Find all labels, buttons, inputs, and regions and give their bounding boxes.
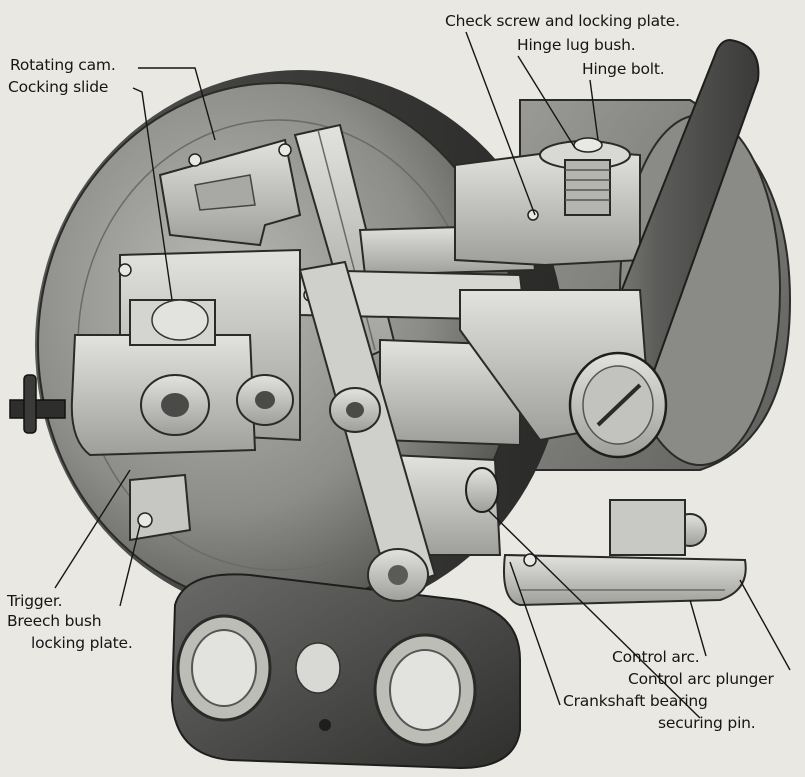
breech-assembly [9,299,381,542]
hinge-assembly [454,137,641,267]
label-check-screw: Check screw and locking plate. [445,12,680,30]
label-securing-pin: securing pin. [658,714,756,732]
label-hinge-bolt: Hinge bolt. [582,60,665,78]
label-breech-bush-locking-plate: locking plate. [31,634,133,652]
label-trigger: Trigger. [7,592,63,610]
control-arc [503,499,747,607]
label-control-arc: Control arc. [612,648,700,666]
label-breech-bush: Breech bush [7,612,102,630]
label-rotating-cam: Rotating cam. [10,56,116,74]
label-crankshaft-bearing: Crankshaft bearing [563,692,708,710]
label-control-arc-plunger: Control arc plunger [628,670,774,688]
crankshaft-pin [465,467,537,567]
control-lever [459,38,760,459]
label-cocking-slide: Cocking slide [8,78,109,96]
leader-lines [54,31,791,719]
label-hinge-lug-bush: Hinge lug bush. [517,36,636,54]
bottom-bracket [170,573,521,770]
rotating-cam-plate [158,138,302,247]
